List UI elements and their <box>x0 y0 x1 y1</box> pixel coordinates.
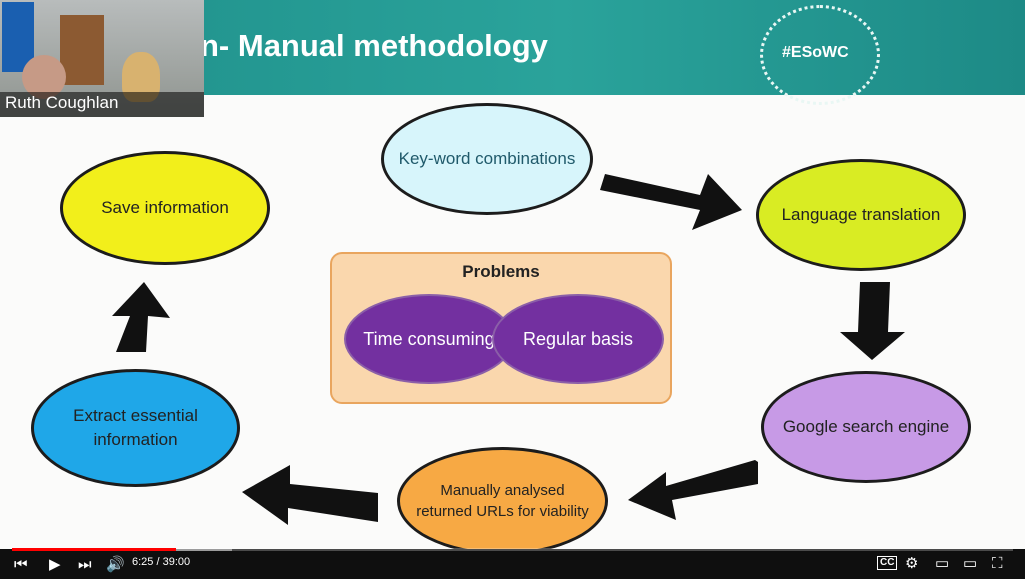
cycle-step-keyword: Key-word combinations <box>381 103 593 215</box>
slide-title: n- Manual methodology <box>200 28 548 63</box>
problems-title: Problems <box>462 262 540 281</box>
volume-icon[interactable]: 🔊 <box>106 556 125 573</box>
arrow-up-icon <box>112 282 170 352</box>
fullscreen-icon[interactable]: ⛶ <box>992 555 1003 572</box>
arrow-right-icon <box>600 174 742 230</box>
cycle-step-save: Save information <box>60 151 270 265</box>
hashtag: #ESoWC <box>782 44 849 61</box>
cycle-step-extract: Extract essential information <box>31 369 240 487</box>
webcam-label-bg <box>0 92 204 117</box>
time-separator: / <box>156 556 163 568</box>
time-display: 6:25 / 39:00 <box>132 556 190 568</box>
speaker-name: Ruth Coughlan <box>5 93 119 112</box>
arrow-down-icon <box>840 282 905 360</box>
settings-icon[interactable]: ⚙ <box>905 555 919 572</box>
cycle-arrows <box>112 174 905 525</box>
webcam-person <box>22 55 66 99</box>
progress-played <box>12 548 177 551</box>
problem-time-consuming: Time consuming <box>344 294 514 384</box>
arrow-left-down-icon <box>628 460 758 520</box>
problems-box: Problems Time consuming Regular basis <box>330 252 672 404</box>
slide: n- Manual methodology #ESoWC Key-word co… <box>0 0 1025 549</box>
miniplayer-icon[interactable]: ▭ <box>935 555 950 572</box>
webcam-door <box>60 15 104 85</box>
current-time: 6:25 <box>132 556 154 568</box>
problem-regular-basis: Regular basis <box>492 294 664 384</box>
duration: 39:00 <box>162 556 191 568</box>
cycle-step-google: Google search engine <box>761 371 971 483</box>
cycle-step-language: Language translation <box>756 159 966 271</box>
arrow-left-icon <box>242 465 378 525</box>
progress-bar[interactable] <box>12 548 1013 551</box>
play-icon[interactable]: ▶ <box>49 556 61 573</box>
theater-icon[interactable]: ▭ <box>963 555 978 572</box>
next-icon[interactable]: ⏭ <box>78 556 92 573</box>
webcam-overlay: Ruth Coughlan <box>0 0 204 117</box>
previous-icon[interactable]: ⏮ <box>14 556 28 573</box>
cycle-step-manual: Manually analysed returned URLs for viab… <box>397 447 608 549</box>
captions-icon[interactable]: CC <box>877 556 898 570</box>
player-controls <box>0 549 1025 579</box>
hashtag-circle <box>760 5 880 105</box>
